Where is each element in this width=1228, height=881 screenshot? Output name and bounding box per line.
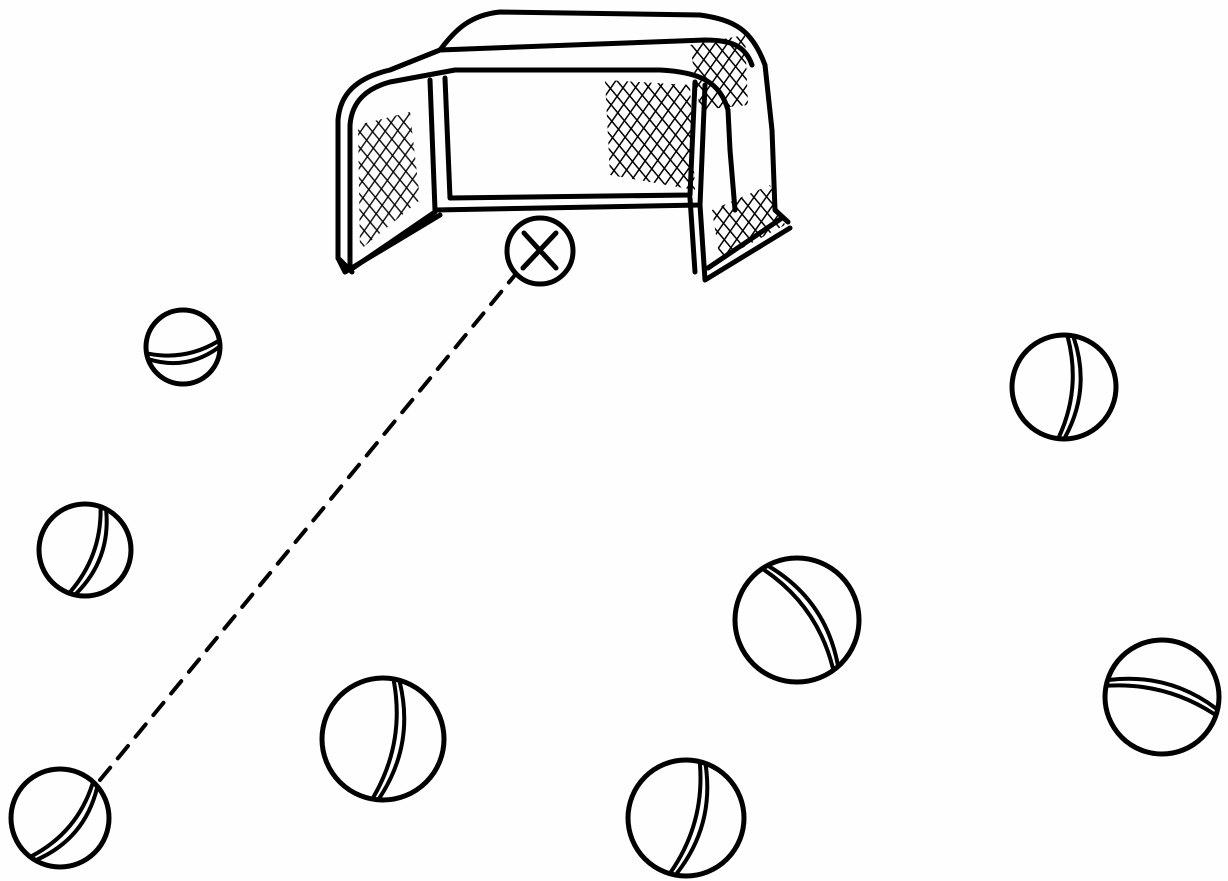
ball-outline [735,558,859,682]
hockey-goal-icon [338,12,790,280]
floorball-icon [39,504,131,597]
ball-stripe [150,347,220,368]
floorball-icon [322,678,444,800]
ball-stripe [149,342,219,361]
floorball-icon [628,760,744,877]
balls-group [11,310,1219,877]
floorball-icon [1105,640,1219,754]
ball-stripe [32,784,100,862]
ball-stripe [1110,669,1219,708]
floorball-icon [735,558,859,682]
ball-stripe [37,788,106,867]
floorball-icon [1012,335,1116,439]
ball-stripe [76,511,116,597]
ball-stripe [764,563,842,668]
pass-path-dashed-line [100,275,515,780]
ball-stripe [677,765,718,876]
ball-stripe [1065,338,1085,439]
x-circle-icon [507,218,573,284]
floorball-icon [146,310,220,384]
floorball-icon [11,769,109,867]
